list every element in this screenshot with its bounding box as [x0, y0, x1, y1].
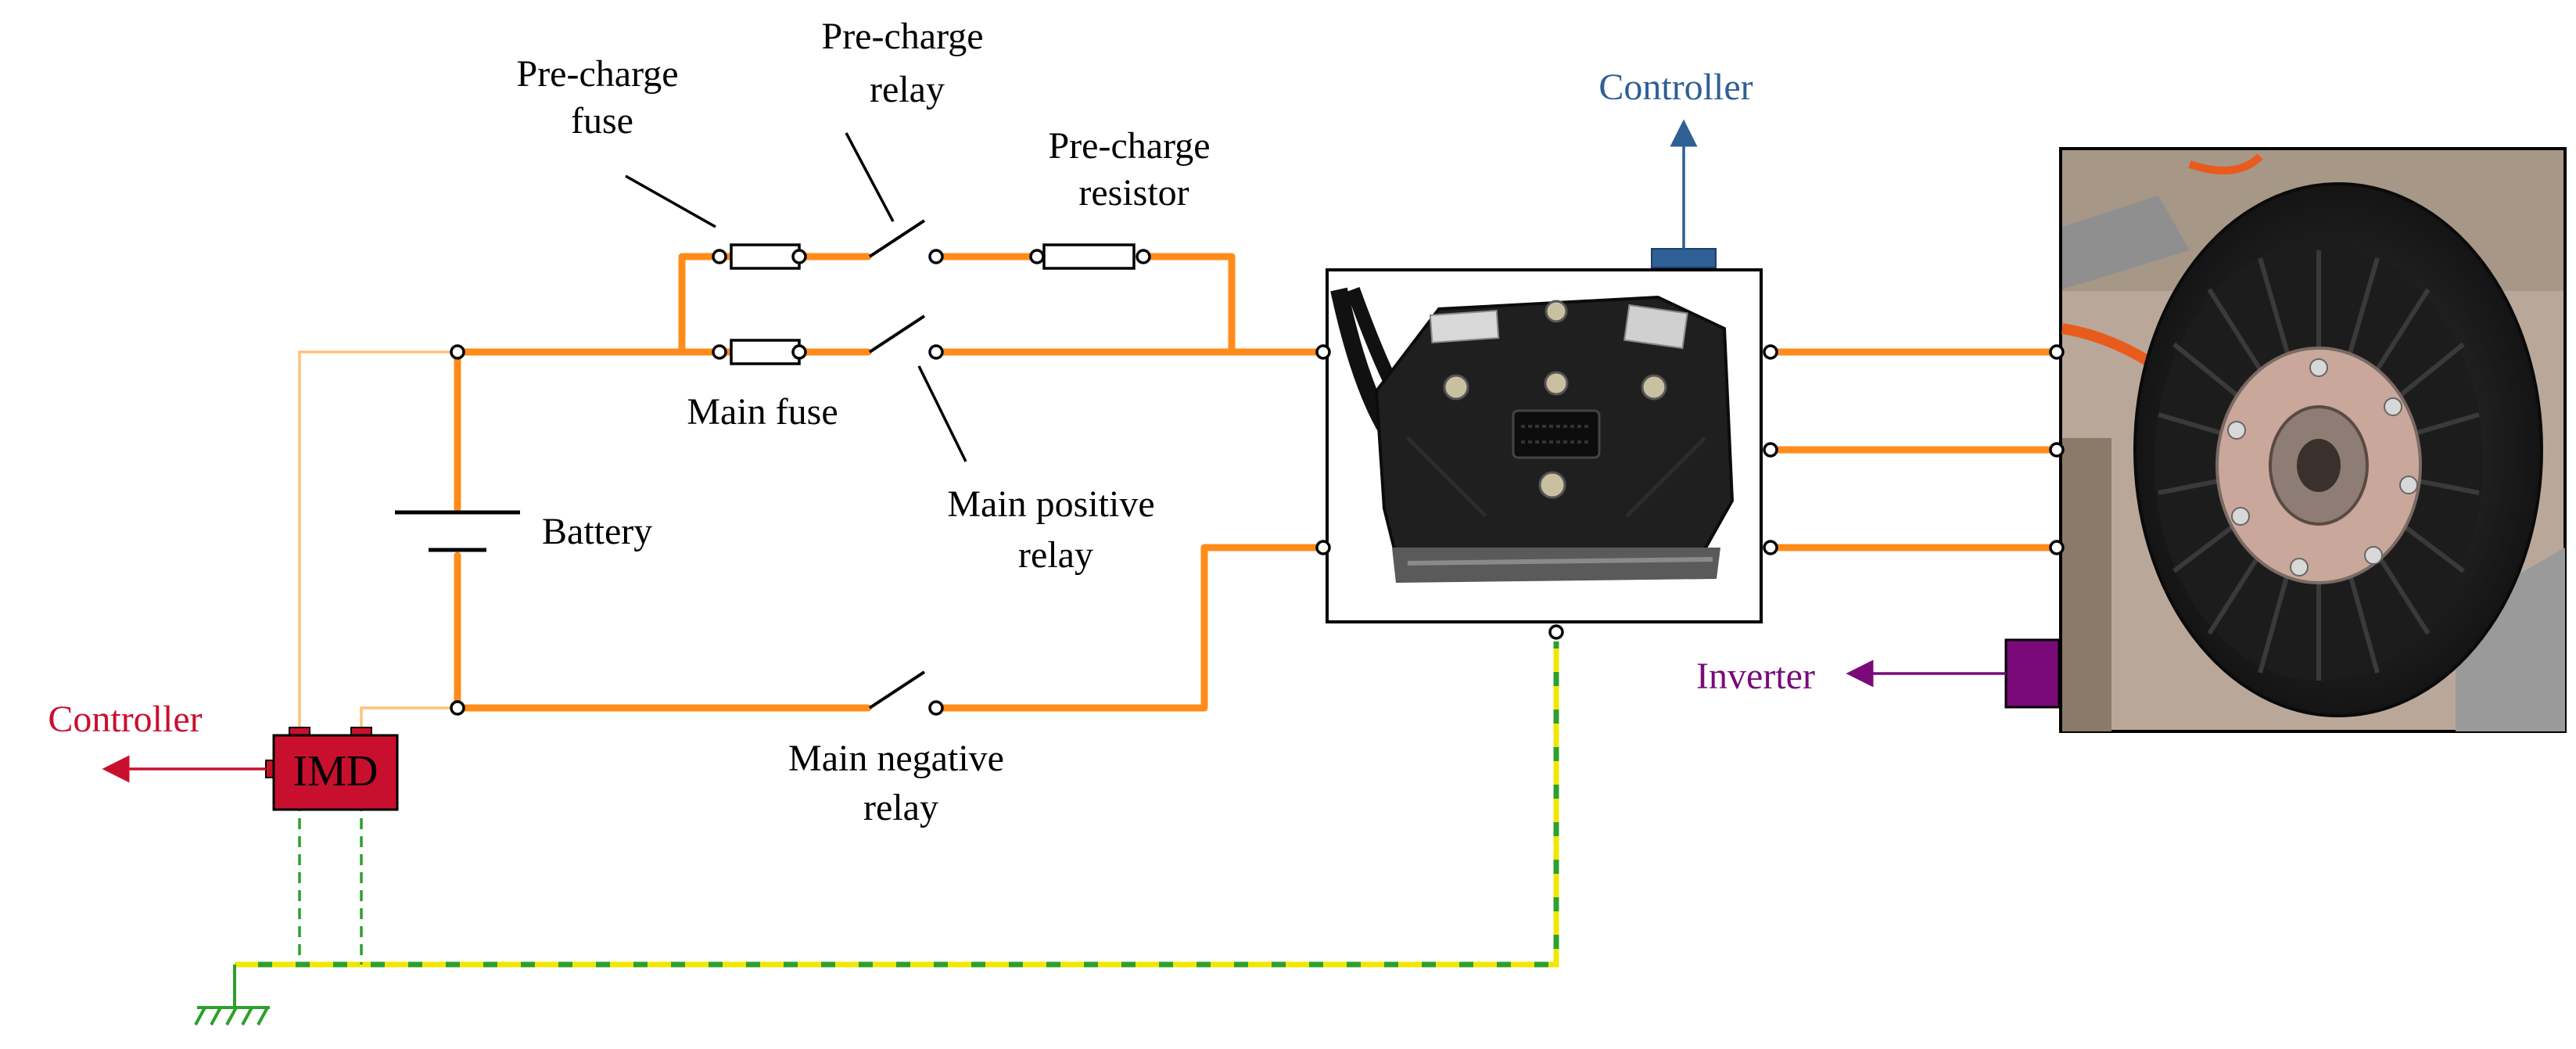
main-positive-relay-label: Main positive relay [947, 483, 1164, 576]
electric-motor-image [2049, 147, 2567, 733]
ground-wiring [235, 641, 1559, 968]
inverter-label: Inverter [1696, 656, 1815, 697]
precharge-resistor-label: Pre-charge resistor [1049, 125, 1220, 214]
controller-left-label: Controller [48, 699, 202, 740]
imd-sense-wires [298, 350, 457, 735]
battery-symbol [395, 344, 520, 716]
main-fuse [712, 339, 807, 365]
main-fuse-label: Main fuse [687, 391, 838, 433]
main-positive-relay [868, 314, 944, 360]
precharge-resistor [1029, 243, 1151, 270]
ground-symbol-icon [194, 965, 270, 1026]
inverter-connector [2004, 638, 2061, 709]
precharge-fuse [712, 243, 807, 270]
hv-wiring [454, 253, 2057, 712]
signal-arrows [102, 119, 2006, 783]
label-leaders [625, 132, 967, 462]
imd-label: IMD [293, 747, 379, 796]
precharge-relay [868, 219, 944, 264]
main-negative-relay [868, 670, 944, 716]
precharge-fuse-label: Pre-charge fuse [517, 53, 688, 142]
controller-top-label: Controller [1598, 66, 1753, 108]
precharge-relay-label: Pre-charge relay [822, 16, 993, 110]
battery-label: Battery [542, 511, 652, 552]
imd-module: IMD [265, 727, 399, 811]
main-negative-relay-label: Main negative relay [788, 738, 1014, 828]
motor-controller-image [1330, 286, 1735, 583]
